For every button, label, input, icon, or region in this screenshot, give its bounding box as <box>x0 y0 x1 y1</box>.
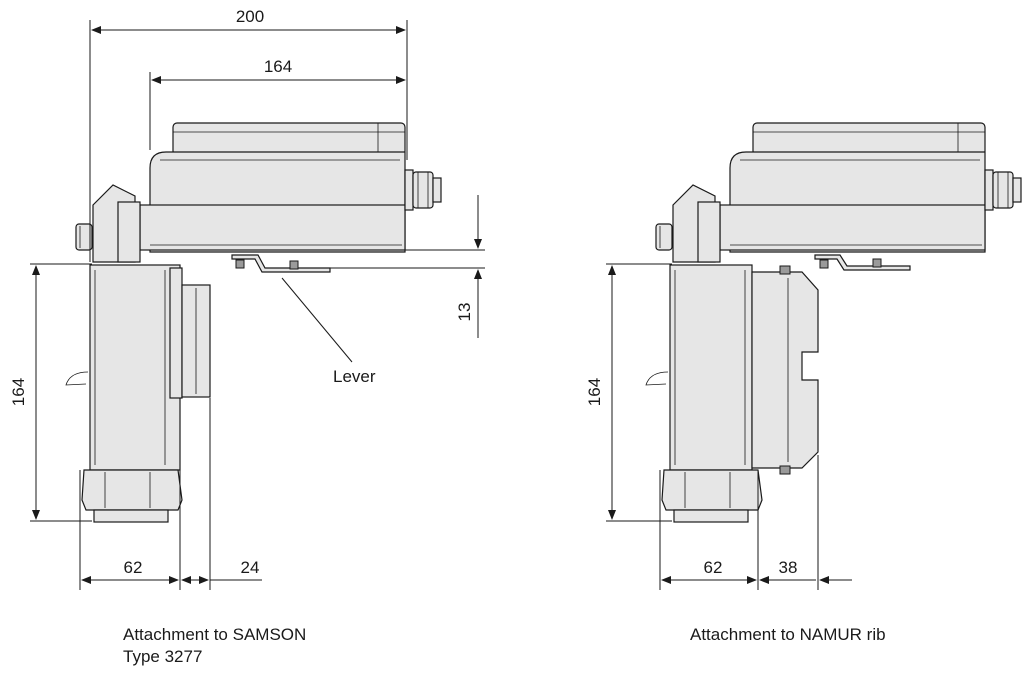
dim-left-height: 164 <box>9 378 28 406</box>
dim-total-width: 200 <box>236 7 264 26</box>
left-caption: Attachment to SAMSON Type 3277 <box>123 624 306 668</box>
right-caption: Attachment to NAMUR rib <box>690 625 886 644</box>
right-positioner-view <box>645 122 1022 523</box>
dim-lever-offset: 13 <box>455 303 474 322</box>
dim-right-base-width: 62 <box>704 558 723 577</box>
left-caption-line2: Type 3277 <box>123 647 203 666</box>
right-dimensions <box>606 263 852 590</box>
dim-right-height: 164 <box>585 378 604 406</box>
dim-right-attachment: 38 <box>779 558 798 577</box>
dim-left-base-width: 62 <box>124 558 143 577</box>
left-caption-line1: Attachment to SAMSON <box>123 625 307 644</box>
left-dimensions <box>30 20 485 590</box>
dim-left-attachment: 24 <box>241 558 260 577</box>
dim-housing-width: 164 <box>264 57 292 76</box>
lever-label: Lever <box>333 367 376 386</box>
left-positioner-view <box>65 122 442 523</box>
